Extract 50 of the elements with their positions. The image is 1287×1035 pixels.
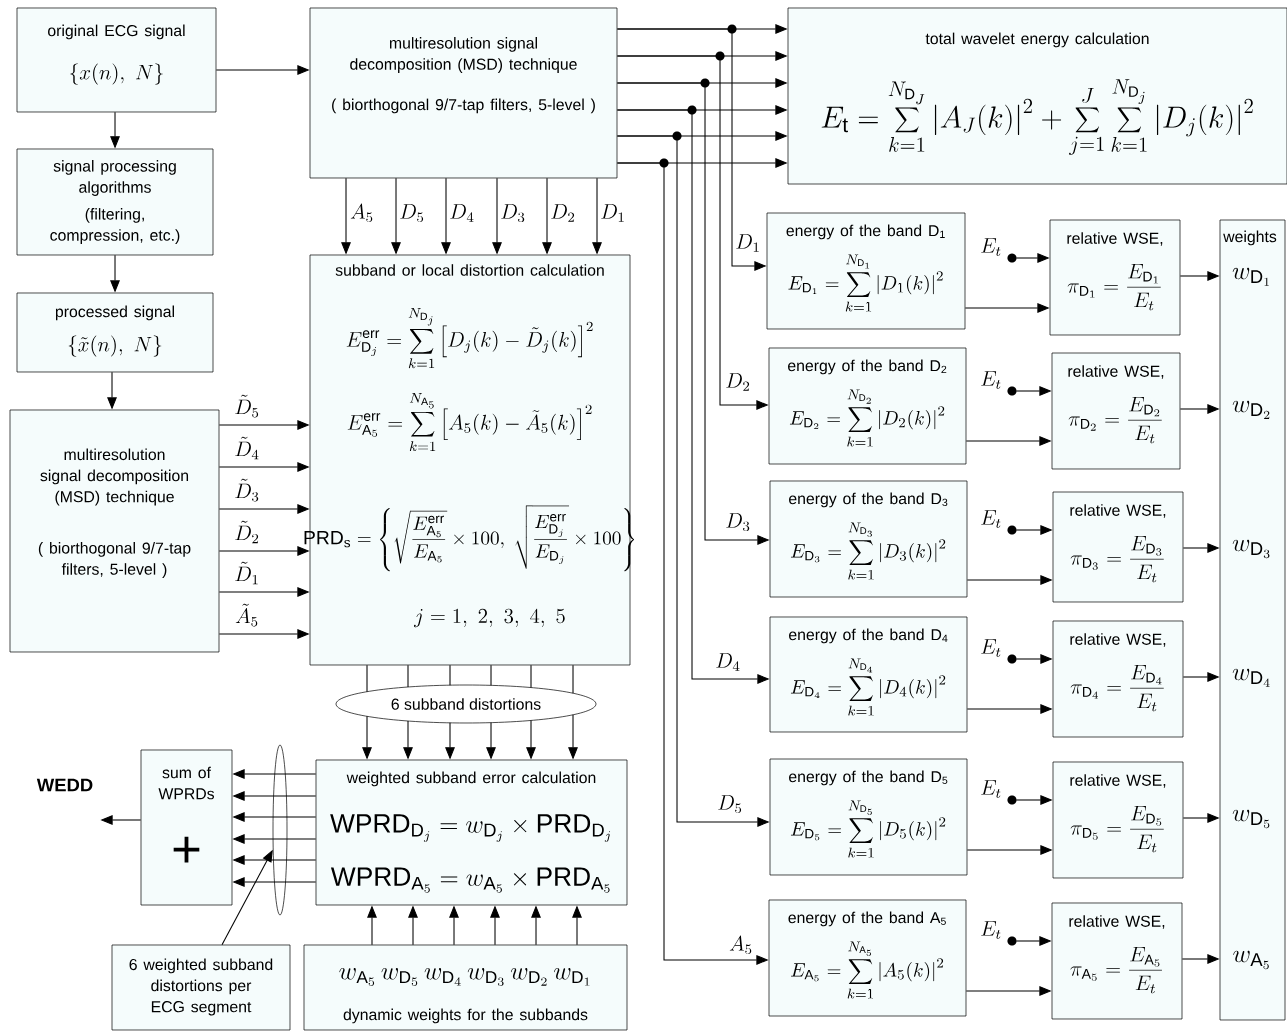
formula-box: energy of the band D$_{3}$ $E_{\mathrm{D}_3}=\sum_{k=1}^{N_{\mathrm{D}_3}}\left|D_3(k)\right|^2$	[769, 480, 968, 598]
formula-box: energy of the band A$_{5}$ $E_{\mathrm{A}_5}=\sum_{k=1}^{N_{\mathrm{A}_5}}\left|A_5(k)\right|^2$	[768, 899, 967, 1017]
edge-label: $D_2$	[548, 202, 578, 224]
formula-box: weighted subband error calculation $\mathrm{WPRD}_{\mathrm{D}_j}=w_{\mathrm{D}_j}\times\mathrm{PRD}_{\mathrm{D}_j}$ $\mathrm{WPRD}_{\mathrm{A}_5}=w_{\mathrm{A}_5}\times\mathrm{PRD}_{\mathrm{A}_5}$	[315, 759, 628, 906]
formula-box: relative WSE, $\pi_{\mathrm{A}_5}=\frac{E_{\mathrm{A}_5}}{E_t}$	[1051, 902, 1183, 1020]
edge-label: $\tilde{D}_1$	[232, 560, 262, 586]
edge-label: $D_4$	[713, 651, 743, 673]
formula-box: energy of the band D$_{4}$ $E_{\mathrm{D}_4}=\sum_{k=1}^{N_{\mathrm{D}_4}}\left|D_4(k)\right|^2$	[769, 616, 968, 733]
formula-box: total wavelet energy calculation $E_{\mathrm{t}}=\sum_{k=1}^{N_{\mathrm{D}_J}}\left|A_J(k)\right|^2+\sum_{j=1}^{J}\sum_{k=1}^{N_{\mathrm{D}_j}}\left|D_j(k)\right|^2$	[787, 7, 1287, 185]
signal-label: $E_t$	[981, 639, 1017, 664]
edge-label: $\tilde{A}_5$	[233, 602, 261, 628]
process-box: original ECG signal $\left\{x(n),\ N\right\}$	[16, 7, 217, 113]
weights-box: weights $w_{\mathrm{D}_1}$ $w_{\mathrm{D}_2}$ $w_{\mathrm{D}_3}$ $w_{\mathrm{D}_4}$ $w_{\mathrm{D}_5}$ $w_{\mathrm{A}_5}$	[1219, 219, 1286, 1021]
formula-box: energy of the band D$_{1}$ $E_{\mathrm{D}_1}=\sum_{k=1}^{N_{\mathrm{D}_1}}\left|D_1(k)\right|^2$	[766, 212, 966, 330]
signal-label: $E_t$	[981, 780, 1017, 805]
edge-label: $D_1$	[598, 202, 628, 224]
edge-label: $\tilde{D}_2$	[232, 519, 262, 545]
signal-label: $E_t$	[981, 510, 1017, 535]
formula-box: relative WSE, $\pi_{\mathrm{D}_2}=\frac{E_{\mathrm{D}_2}}{E_t}$	[1051, 352, 1181, 470]
signal-label: $E_t$	[981, 238, 1017, 263]
formula-box: energy of the band D$_{5}$ $E_{\mathrm{D}_5}=\sum_{k=1}^{N_{\mathrm{D}_5}}\left|D_5(k)\right|^2$	[769, 758, 968, 876]
edge-label: $\tilde{D}_5$	[232, 393, 262, 419]
edge-label: $D_5$	[715, 793, 745, 815]
edge-label: $A_5$	[727, 934, 755, 956]
output-label: WEDD	[36, 778, 93, 792]
sum-box: sum of WPRDs +	[140, 749, 233, 906]
formula-box: relative WSE, $\pi_{\mathrm{D}_1}=\frac{E_{\mathrm{D}_1}}{E_t}$	[1049, 219, 1181, 336]
process-box: signal processing algorithms (filtering, compression, etc.)	[16, 148, 214, 256]
signal-label: $E_t$	[981, 921, 1017, 946]
formula-box: $w_{\mathrm{A}_5}\,w_{\mathrm{D}_5}\,w_{\mathrm{D}_4}\,w_{\mathrm{D}_3}\,w_{\mathrm{D}_2}\,w_{\mathrm{D}_1}$ dynamic weights for the subbands	[303, 944, 628, 1031]
formula-box: energy of the band D$_{2}$ $E_{\mathrm{D}_2}=\sum_{k=1}^{N_{\mathrm{D}_2}}\left|D_2(k)\right|^2$	[768, 347, 967, 465]
edge-label: $\tilde{D}_4$	[232, 435, 262, 461]
process-box: multiresolution signal decomposition (MSD) technique ( biorthogonal 9/7-tap filters, 5-level )	[9, 409, 220, 653]
edge-label: $D_4$	[447, 202, 477, 224]
note-box: 6 weighted subband distortions per ECG segment	[111, 944, 291, 1031]
process-box: multiresolution signal decomposition (MSD) technique ( biorthogonal 9/7-tap filters, 5-level )	[309, 7, 618, 179]
edge-label: $D_5$	[397, 202, 427, 224]
process-box: processed signal $\left\{\tilde{x}(n),\ N\right\}$	[16, 292, 214, 373]
edge-label: $D_3$	[723, 511, 753, 533]
edge-label: $D_1$	[733, 232, 763, 254]
formula-box: relative WSE, $\pi_{\mathrm{D}_3}=\frac{E_{\mathrm{D}_3}}{E_t}$	[1052, 491, 1184, 603]
edge-label: $D_3$	[498, 202, 528, 224]
edge-label: $\tilde{D}_3$	[232, 477, 262, 503]
signal-label: $E_t$	[981, 371, 1017, 396]
ellipse	[272, 744, 288, 916]
edge-label: $A_5$	[348, 202, 376, 224]
edge-label: $D_2$	[723, 371, 753, 393]
formula-box: relative WSE, $\pi_{\mathrm{D}_4}=\frac{E_{\mathrm{D}_4}}{E_t}$	[1052, 620, 1184, 738]
formula-box: relative WSE, $\pi_{\mathrm{D}_5}=\frac{E_{\mathrm{D}_5}}{E_t}$	[1052, 761, 1184, 879]
formula-box: subband or local distortion calculation $E^{\mathrm{err}}_{\mathrm{D}_j}=\sum_{k=1}^{N_{\mathrm{D}_j}}\left[D_j(k)-\tilde{D}_j(k)\right]^2$ $E^{\mathrm{err}}_{\mathrm{A}_5}=\sum_{k=1}^{N_{\mathrm{A}_5}}\left[A_5(k)-\tilde{A}_5(k)\right]^2$ $\mathrm{PRD}_{\mathrm{s}}=\left\{\sqrt{\frac{E^{\mathrm{err}}_{\mathrm{A}_5}}{E_{\mathrm{A}_5}}}\times 100,\ \sqrt{\frac{E^{\mathrm{err}}_{\mathrm{D}_j}}{E_{\mathrm{D}_j}}}\times 100\right\}$ $j=1,\ 2,\ 3,\ 4,\ 5$	[304, 254, 635, 666]
